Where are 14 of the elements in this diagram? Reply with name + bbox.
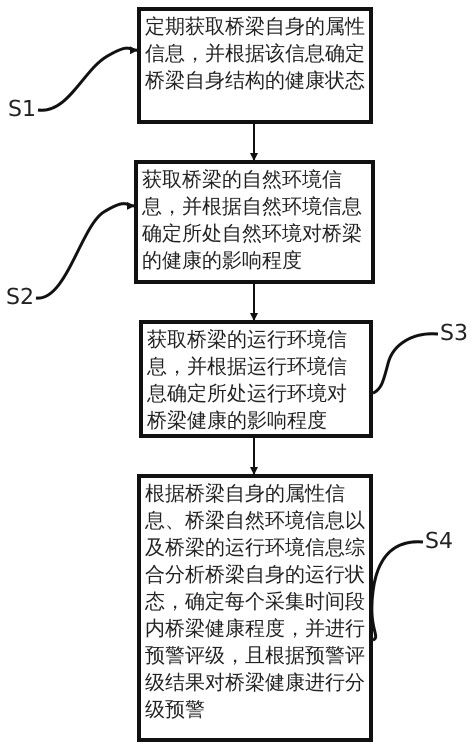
step-label: S4 — [425, 530, 453, 554]
arrow — [250, 438, 258, 475]
step-label: S1 — [8, 98, 36, 122]
arrow — [250, 284, 258, 321]
leader-line — [372, 332, 438, 394]
step-label: S3 — [440, 322, 468, 346]
process-box: 获取桥梁的运行环境信息，并根据运行环境信息确定所处运行环境对桥梁健康的影响程度 — [139, 320, 373, 438]
leader-line — [36, 201, 135, 300]
arrow — [250, 124, 258, 161]
step-label: S2 — [6, 286, 34, 310]
leader-line — [38, 46, 138, 112]
process-box: 定期获取桥梁自身的属性信息，并根据该信息确定桥梁自身结构的健康状态 — [137, 7, 373, 124]
process-box: 获取桥梁的自然环境信息，并根据自然环境信息确定所处自然环境对桥梁的健康的影响程度 — [134, 160, 375, 284]
process-box: 根据桥梁自身的属性信息、桥梁自然环境信息以及桥梁的运行环境信息综合分析桥梁自身的运行状态，确定每个采集时间段内桥梁健康程度，并进行预警评级，且根据预警评级结果对桥梁健康进行分级预警 — [137, 474, 373, 742]
